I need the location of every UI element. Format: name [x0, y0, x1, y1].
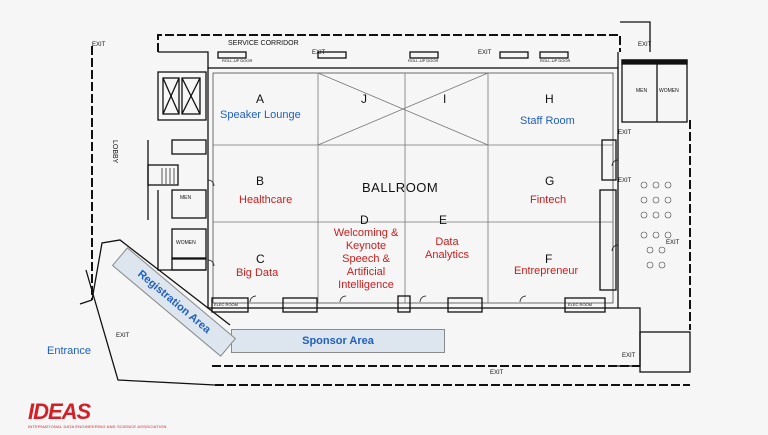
room-d-name-line: Speech & — [342, 253, 390, 265]
women-label-east: WOMEN — [659, 88, 679, 94]
exit-label-e3: EXIT — [666, 240, 680, 246]
room-a-name: Speaker Lounge — [220, 109, 301, 121]
service-corridor-label: SERVICE CORRIDOR — [228, 40, 299, 47]
sponsor-area-label: Sponsor Area — [302, 335, 374, 347]
room-f-name: Entrepreneur — [514, 265, 579, 277]
men-label-west: MEN — [180, 195, 192, 201]
room-d-name-line: Welcoming & — [333, 227, 399, 239]
room-b-letter: B — [256, 174, 265, 188]
sponsor-area: Sponsor Area — [231, 329, 445, 353]
exit-label-se: EXIT — [622, 353, 636, 359]
logo-wordmark: IDEAS — [28, 399, 91, 424]
roll-up-door-label-3: ROLL-UP DOOR — [540, 58, 571, 63]
room-d-letter: D — [360, 213, 369, 227]
room-e-name: Data Analytics — [412, 236, 482, 262]
room-f-letter: F — [545, 252, 553, 266]
ballroom-label: BALLROOM — [362, 180, 439, 195]
room-i-letter: I — [443, 92, 447, 106]
room-g-name: Fintech — [530, 194, 567, 206]
exit-label-n2: EXIT — [478, 50, 492, 56]
exit-label-n1: EXIT — [312, 50, 326, 56]
room-e-letter: E — [439, 213, 448, 227]
ideas-logo: IDEAS INTERNATIONAL DATA ENGINEERING AND… — [28, 399, 167, 430]
room-d-name-line: Keynote — [345, 240, 387, 252]
exit-label-e1: EXIT — [618, 130, 632, 136]
entrance-label: Entrance — [47, 345, 92, 357]
north-exterior-wall — [157, 34, 621, 52]
room-a-letter: A — [256, 92, 265, 106]
room-g-letter: G — [545, 174, 555, 188]
room-d-name-line: Artificial — [346, 266, 386, 278]
room-j-letter: J — [361, 92, 367, 106]
exit-label-s: EXIT — [490, 370, 504, 376]
room-e-name-line: Data — [435, 236, 459, 248]
logo-tagline: INTERNATIONAL DATA ENGINEERING AND SCIEN… — [28, 424, 167, 429]
men-restroom-west — [171, 189, 207, 219]
exit-label-nw: EXIT — [92, 42, 106, 48]
room-d-name-line: Intelligence — [338, 279, 394, 291]
roll-up-door-label-2: ROLL-UP DOOR — [408, 58, 439, 63]
roll-up-door-label-1: ROLL-UP DOOR — [222, 58, 253, 63]
exit-label-e2: EXIT — [618, 178, 632, 184]
room-h-letter: H — [545, 92, 554, 106]
exit-label-sw: EXIT — [116, 333, 130, 339]
room-e-name-line: Analytics — [424, 249, 470, 261]
elec-room-label-e: ELEC ROOM — [568, 302, 593, 307]
ballroom-outline — [207, 67, 619, 309]
room-h-name: Staff Room — [520, 115, 575, 127]
room-c-letter: C — [256, 252, 265, 266]
elevator-block — [157, 71, 207, 121]
room-d-name: Welcoming & Keynote Speech & Artificial … — [326, 227, 406, 292]
exit-label-ne: EXIT — [638, 42, 652, 48]
men-label-east: MEN — [636, 88, 648, 94]
room-b-name: Healthcare — [239, 194, 293, 206]
women-restroom-west — [171, 228, 207, 260]
room-c-name: Big Data — [236, 267, 279, 279]
women-label-west: WOMEN — [176, 240, 196, 246]
lobby-label: LOBBY — [111, 140, 118, 164]
elec-room-label-w: ELEC ROOM — [214, 302, 239, 307]
